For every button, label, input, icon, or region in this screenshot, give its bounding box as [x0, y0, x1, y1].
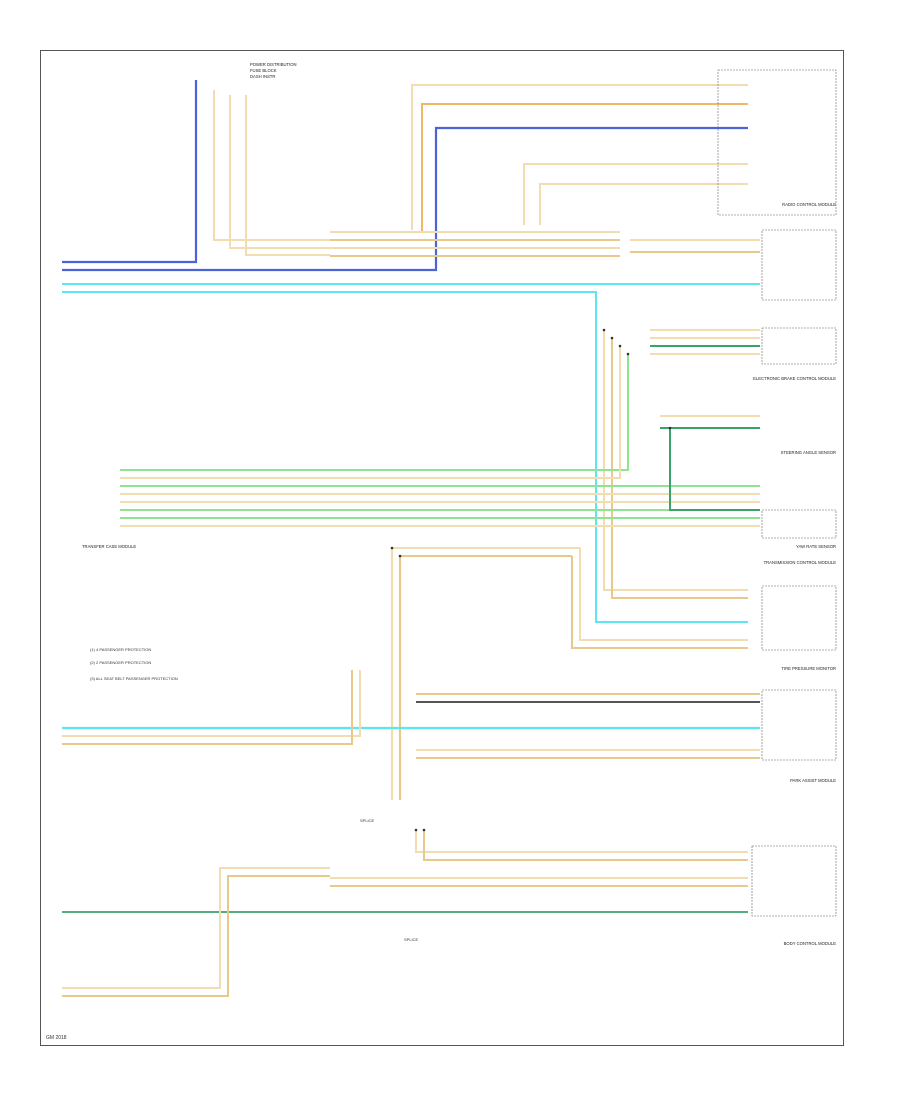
electronic-brake-label: ELECTRONIC BRAKE CONTROL MODULE: [753, 376, 836, 381]
splice-dot: [626, 352, 630, 356]
wire-tan: [523, 163, 748, 225]
wire-tan: [423, 830, 748, 861]
park-assist-box: [761, 689, 837, 761]
wire-tan: [579, 548, 748, 641]
splice-label: SPLICE: [360, 818, 375, 823]
body-control-label: BODY CONTROL MODULE: [784, 941, 837, 946]
splice-dot: [422, 828, 426, 832]
wire-tan: [415, 830, 748, 853]
tpms-label: TIRE PRESSURE MONITOR: [781, 666, 836, 671]
wire-tan: [62, 875, 330, 997]
wire-tan: [62, 867, 330, 989]
wire-tan: [539, 183, 748, 225]
brake-module-box: [761, 229, 837, 301]
park-assist-label: PARK ASSIST MODULE: [790, 778, 836, 783]
power-dist-label: POWER DISTRIBUTION: [250, 62, 297, 67]
wire-blue: [62, 80, 198, 264]
splice-dot: [618, 344, 622, 348]
footer-code: GM 2018: [46, 1035, 67, 1041]
tcm-label: TRANSMISSION CONTROL MODULE: [764, 560, 837, 565]
tcm-box: [761, 585, 837, 651]
dash-instr-label: DASH INSTR: [250, 74, 275, 79]
splice-dot: [398, 554, 402, 558]
note-3: (3) ALL SEAT BELT PASSENGER PROTECTION: [90, 676, 178, 681]
wire-tan: [62, 670, 361, 737]
radio-module-box: [717, 69, 837, 216]
yaw-sensor-label: YAW RATE SENSOR: [796, 544, 836, 549]
wire-tan: [62, 670, 353, 745]
wire-blue-bus: [62, 126, 748, 272]
wire-tan: [213, 90, 330, 241]
splice-dot: [668, 426, 672, 430]
radio-module-label: RADIO CONTROL MODULE: [782, 202, 836, 207]
wire-tan: [120, 346, 621, 479]
diagram-frame: [40, 50, 844, 1046]
splice-label: SPLICE: [404, 937, 419, 942]
wire-orange: [421, 103, 748, 232]
wire-tan: [411, 84, 748, 230]
note-2: (2) 2 PASSENGER PROTECTION: [90, 660, 151, 665]
wire-cyan: [62, 291, 748, 623]
steering-angle-label: STEERING ANGLE SENSOR: [781, 450, 836, 455]
wire-tan: [229, 95, 330, 249]
splice-dot: [602, 328, 606, 332]
note-1: (1) 4 PASSENGER PROTECTION: [90, 647, 151, 652]
brake-connector-box: [761, 327, 837, 365]
wire-tan: [611, 338, 748, 599]
fuse-block-label: FUSE BLOCK: [250, 68, 277, 73]
wire-tan: [571, 556, 748, 649]
wire-tan: [245, 95, 330, 256]
splice-dot: [390, 546, 394, 550]
transfer-case-label: TRANSFER CASE MODULE: [82, 544, 136, 549]
splice-dot: [610, 336, 614, 340]
wire-green: [120, 354, 629, 471]
splice-dot: [414, 828, 418, 832]
wire-green: [669, 428, 760, 511]
yaw-sensor-box: [761, 509, 837, 539]
wire-tan: [603, 330, 748, 591]
body-control-box: [751, 845, 837, 917]
